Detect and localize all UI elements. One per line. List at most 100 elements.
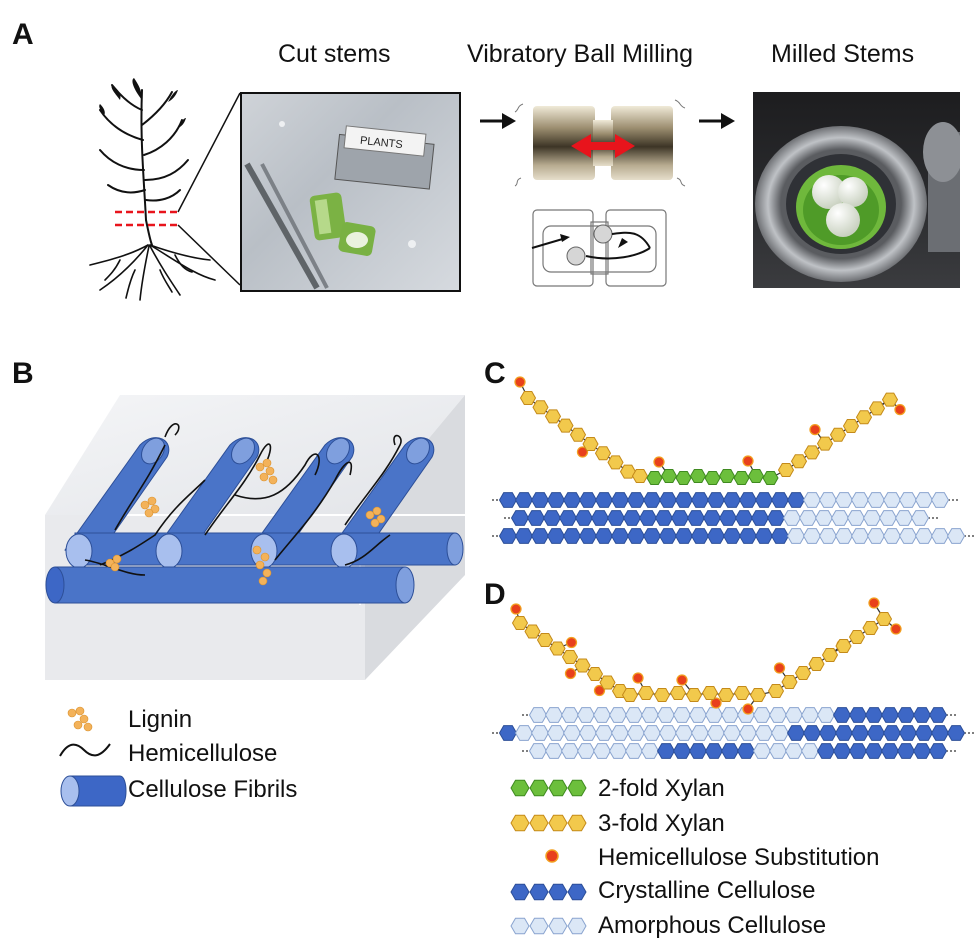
xylan-3fold-unit [829,427,847,442]
amorphous-unit [882,492,902,508]
legend-xylan2-unit [567,779,587,797]
xylan-3fold-unit [619,464,637,479]
xylan-3fold-unit [549,641,566,656]
crystalline-unit [670,510,690,526]
xylan-3fold-unit [777,463,795,477]
crystalline-unit [610,492,630,508]
xylan-3fold-unit [599,675,616,690]
xylan-3fold-unit [816,436,834,451]
crystalline-unit [530,528,550,544]
amorphous-unit [576,743,596,759]
title-cut-stems: Cut stems [278,40,391,68]
substitution-dot [809,423,821,436]
amorphous-unit [720,707,740,723]
substitution-dot [593,684,606,697]
amorphous-unit [658,725,678,741]
xylan-2fold-unit [675,471,692,485]
amorphous-unit [530,725,550,741]
crystalline-unit [590,510,610,526]
amorphous-unit [784,707,804,723]
xylan-2fold-unit [747,469,765,483]
crystalline-unit [734,510,754,526]
legend-crystalline-unit [529,883,549,901]
crystalline-unit [658,492,678,508]
crystalline-unit [882,725,902,741]
legend-xylan2-unit [529,779,549,797]
xylan-3fold-unit [855,410,873,425]
amorphous-unit [782,510,802,526]
crystalline-unit [642,528,662,544]
crystalline-unit [832,743,852,759]
amorphous-unit [738,725,758,741]
crystalline-unit [562,528,582,544]
legend-hemicellulose-label: Hemicellulose [128,740,278,767]
xylan-2fold-unit [733,471,750,485]
crystalline-unit [690,492,710,508]
legend-xylan3-unit [529,814,549,832]
xylan-3fold-unit [574,658,591,673]
crystalline-unit [930,725,950,741]
xylan-3fold-unit [842,419,860,433]
amorphous-unit [802,528,822,544]
amorphous-unit [690,725,710,741]
cellulose-fibril-legend-icon [60,775,127,807]
xylan-3fold-unit [835,639,852,653]
xylan-2fold-unit [704,471,721,485]
xylan-3fold-unit [821,648,839,662]
legend-amorphous-cellulose-label: Amorphous Cellulose [598,912,827,939]
amorphous-unit [846,510,866,526]
crystalline-unit [864,707,884,723]
crystalline-unit [672,743,692,759]
panel-label-d: D [484,578,506,611]
amorphous-unit [862,510,882,526]
amorphous-unit [770,725,790,741]
crystalline-unit [626,528,646,544]
xylan-3fold-unit [862,621,879,635]
xylan-3fold-unit [653,688,671,702]
amorphous-unit [850,528,870,544]
amorphous-unit [752,707,772,723]
crystalline-unit [770,528,790,544]
amorphous-unit [930,528,950,544]
crystalline-unit [706,528,726,544]
amorphous-unit [898,492,918,508]
crystalline-unit [736,743,756,759]
hemicellulose-legend-icon [59,743,111,757]
xylan-3fold-unit [561,650,579,664]
crystalline-unit [638,510,658,526]
crystalline-unit [738,528,758,544]
crystalline-unit [622,510,642,526]
amorphous-unit [544,743,564,759]
crystalline-unit [928,707,948,723]
title-ball-milling: Vibratory Ball Milling [467,40,694,68]
crystalline-unit [704,743,724,759]
amorphous-unit [704,707,724,723]
crystalline-unit [880,743,900,759]
substitution-dot [710,697,722,709]
amorphous-unit [898,528,918,544]
xylan-3fold-unit [582,437,599,451]
substitution-dot [868,597,880,609]
amorphous-unit [544,707,564,723]
amorphous-unit [560,743,580,759]
substitution-dot [514,376,526,388]
xylan-2fold-unit [689,469,707,483]
crystalline-unit [722,492,742,508]
legend-amorphous-unit [510,917,530,935]
xylan-3fold-unit [749,688,767,702]
amorphous-unit [626,725,646,741]
crystalline-unit [642,492,662,508]
razor-label: PLANTS [359,135,403,151]
crystalline-unit [898,725,918,741]
amorphous-unit [818,528,838,544]
amorphous-unit [814,510,834,526]
amorphous-unit [722,725,742,741]
amorphous-unit [768,707,788,723]
legend-2fold-xylan-label: 2-fold Xylan [598,775,725,802]
crystalline-unit [832,707,852,723]
crystalline-unit [834,725,854,741]
xylan-2fold-unit [660,469,678,483]
legend-xylan3-unit [548,814,568,832]
crystalline-unit [848,707,868,723]
crystalline-unit [546,492,566,508]
